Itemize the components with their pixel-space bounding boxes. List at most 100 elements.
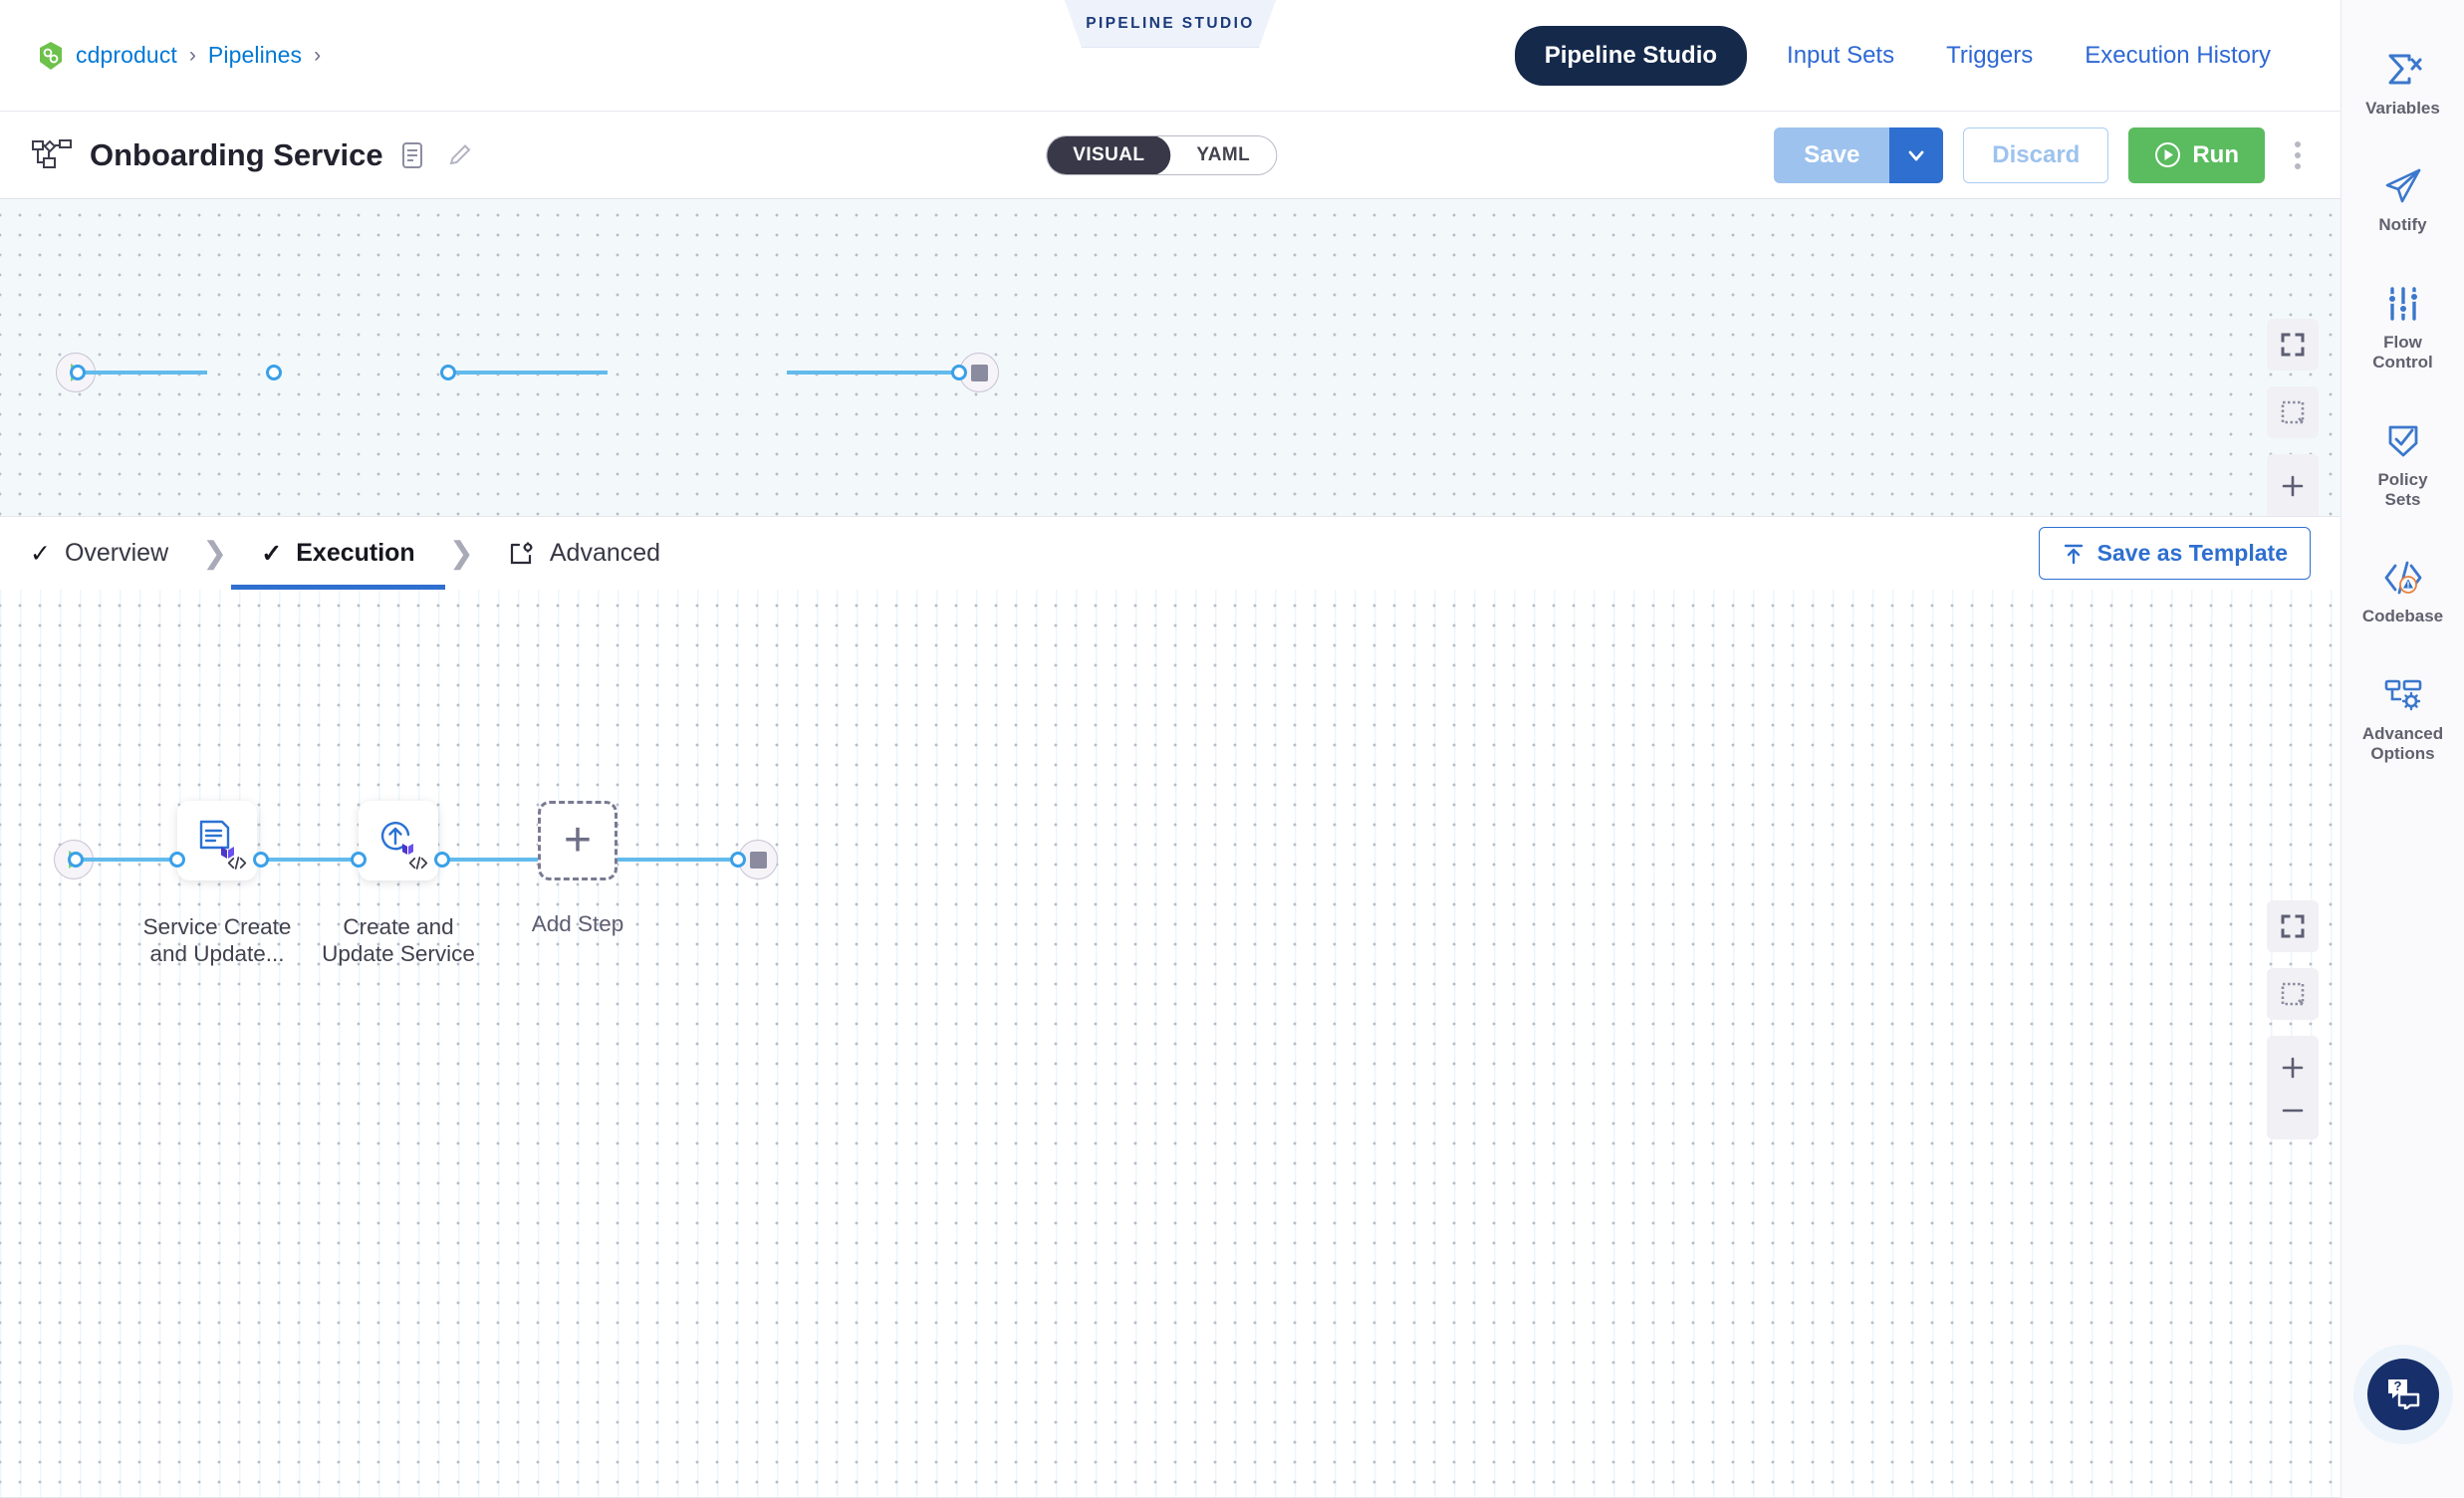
execution-canvas[interactable]: Service Create and Update... Create and xyxy=(0,590,2341,1498)
run-button[interactable]: Run xyxy=(2128,126,2265,183)
nav-input-sets[interactable]: Input Sets xyxy=(1787,41,1895,69)
top-navigation: Pipeline Studio Input Sets Triggers Exec… xyxy=(1514,25,2297,86)
nav-triggers[interactable]: Triggers xyxy=(1946,41,2034,69)
tab-advanced[interactable]: Advanced xyxy=(478,517,690,591)
advanced-gear-icon xyxy=(508,540,536,568)
studio-tag-label: PIPELINE STUDIO xyxy=(1086,14,1255,32)
rail-label-flow-control: Flow Control xyxy=(2372,332,2433,373)
terraform-apply-icon xyxy=(380,822,413,855)
rail-label-notify: Notify xyxy=(2378,215,2427,235)
zoom-controls xyxy=(2267,454,2319,516)
port-exec-end-in[interactable] xyxy=(730,852,746,868)
chevron-down-icon[interactable] xyxy=(1889,126,1944,183)
plus-icon: + xyxy=(563,813,593,867)
port-step1-in[interactable] xyxy=(169,852,185,868)
paper-plane-icon xyxy=(2383,166,2423,206)
port-step1-out[interactable] xyxy=(253,852,269,868)
selection-box-icon[interactable] xyxy=(2267,968,2319,1020)
step-node-create-and-update-service[interactable] xyxy=(359,801,438,880)
rail-item-notify[interactable]: Notify xyxy=(2341,144,2464,261)
toggle-yaml[interactable]: YAML xyxy=(1196,143,1251,165)
stop-icon xyxy=(970,364,988,381)
help-chat-button[interactable]: ? xyxy=(2366,1359,2439,1430)
rail-item-flow-control[interactable]: Flow Control xyxy=(2341,262,2464,399)
nav-pipeline-studio[interactable]: Pipeline Studio xyxy=(1514,25,1748,86)
fit-screen-icon[interactable] xyxy=(2267,319,2319,371)
kebab-menu-icon[interactable] xyxy=(2285,127,2311,183)
nav-execution-history[interactable]: Execution History xyxy=(2085,41,2271,69)
page-title: Onboarding Service xyxy=(90,136,383,172)
step-node-service-create-and-update[interactable] xyxy=(177,801,257,880)
terraform-plan-icon xyxy=(199,820,234,859)
sigma-variables-icon xyxy=(2383,50,2423,90)
port-step2-out[interactable] xyxy=(434,852,450,868)
step-yaml-badge-2 xyxy=(406,855,430,876)
zoom-in-icon[interactable] xyxy=(2279,1054,2307,1087)
edge-start-to-step1 xyxy=(76,858,200,862)
breadcrumb-bar: cdproduct › Pipelines › PIPELINE STUDIO … xyxy=(0,0,2341,112)
harness-logo-icon xyxy=(38,41,64,71)
zoom-out-icon[interactable] xyxy=(2279,1103,2307,1122)
port-end-in[interactable] xyxy=(951,365,967,380)
step-yaml-badge xyxy=(225,855,249,876)
port-stage-in[interactable] xyxy=(266,365,282,380)
svg-text:?: ? xyxy=(2393,1378,2401,1393)
visual-yaml-toggle[interactable]: VISUAL YAML xyxy=(1046,134,1278,175)
discard-button[interactable]: Discard xyxy=(1963,126,2109,183)
shield-check-icon xyxy=(2384,421,2422,461)
template-upload-icon xyxy=(2062,542,2086,566)
breadcrumb-item-pipelines[interactable]: Pipelines xyxy=(207,42,303,68)
rail-item-codebase[interactable]: Codebase xyxy=(2341,536,2464,652)
edge-start-to-stage xyxy=(78,371,207,374)
codebase-warning-icon xyxy=(2382,558,2424,598)
tab-advanced-label: Advanced xyxy=(549,539,661,567)
stage-subtab-bar: ✓ Overview ❯ ✓ Execution ❯ Advanced xyxy=(0,516,2341,591)
save-as-template-button[interactable]: Save as Template xyxy=(2038,527,2311,580)
zoom-in-icon[interactable] xyxy=(2279,472,2307,505)
rail-label-advanced-options: Advanced Options xyxy=(2361,723,2444,764)
zoom-controls xyxy=(2267,1036,2319,1139)
selection-box-icon[interactable] xyxy=(2267,386,2319,438)
edge-step2-to-add xyxy=(442,858,558,862)
check-icon: ✓ xyxy=(261,539,283,568)
rail-item-variables[interactable]: Variables xyxy=(2341,28,2464,144)
tab-execution-label: Execution xyxy=(296,539,415,567)
edge-add-to-end xyxy=(617,858,737,862)
step1-label: Service Create and Update... xyxy=(142,914,292,967)
studio-tag: PIPELINE STUDIO xyxy=(1065,0,1276,48)
tab-overview-label: Overview xyxy=(64,539,169,567)
port-start-out[interactable] xyxy=(70,365,86,380)
pencil-icon[interactable] xyxy=(447,142,473,168)
toggle-visual[interactable]: VISUAL xyxy=(1047,135,1171,174)
fit-screen-icon[interactable] xyxy=(2267,900,2319,952)
port-stage-out[interactable] xyxy=(440,365,456,380)
port-step2-in[interactable] xyxy=(351,852,367,868)
edge-stage-to-add xyxy=(448,371,608,374)
port-exec-start-out[interactable] xyxy=(68,852,84,868)
rail-label-policy-sets: Policy Sets xyxy=(2377,469,2428,509)
rail-item-advanced-options[interactable]: Advanced Options xyxy=(2341,653,2464,791)
edge-step1-to-step2 xyxy=(261,858,380,862)
breadcrumb-item-cdproduct[interactable]: cdproduct xyxy=(76,42,177,68)
step2-label: Create and Update Service xyxy=(322,914,475,967)
add-step-label: Add Step xyxy=(531,911,624,936)
tab-overview[interactable]: ✓ Overview xyxy=(0,517,198,591)
execution-canvas-controls xyxy=(2267,900,2319,1139)
description-icon[interactable] xyxy=(401,141,423,169)
title-left-group: Onboarding Service xyxy=(0,137,473,173)
sliders-icon xyxy=(2384,284,2422,324)
title-actions: Save Discard Run xyxy=(1774,126,2311,183)
breadcrumb-separator: › xyxy=(188,44,196,67)
stop-icon xyxy=(749,851,767,869)
tab-execution[interactable]: ✓ Execution xyxy=(231,517,446,591)
play-circle-icon xyxy=(2154,141,2181,168)
rail-item-policy-sets[interactable]: Policy Sets xyxy=(2341,399,2464,537)
add-step-button[interactable]: + xyxy=(538,801,617,880)
breadcrumb-separator-2: › xyxy=(314,44,322,67)
stage-canvas-controls xyxy=(2267,319,2319,516)
edge-add-to-end xyxy=(787,371,956,374)
save-button[interactable]: Save xyxy=(1774,126,1890,183)
stage-canvas[interactable]: Create and Update Service + Add Stage xyxy=(0,199,2341,516)
save-as-template-label: Save as Template xyxy=(2096,540,2288,566)
